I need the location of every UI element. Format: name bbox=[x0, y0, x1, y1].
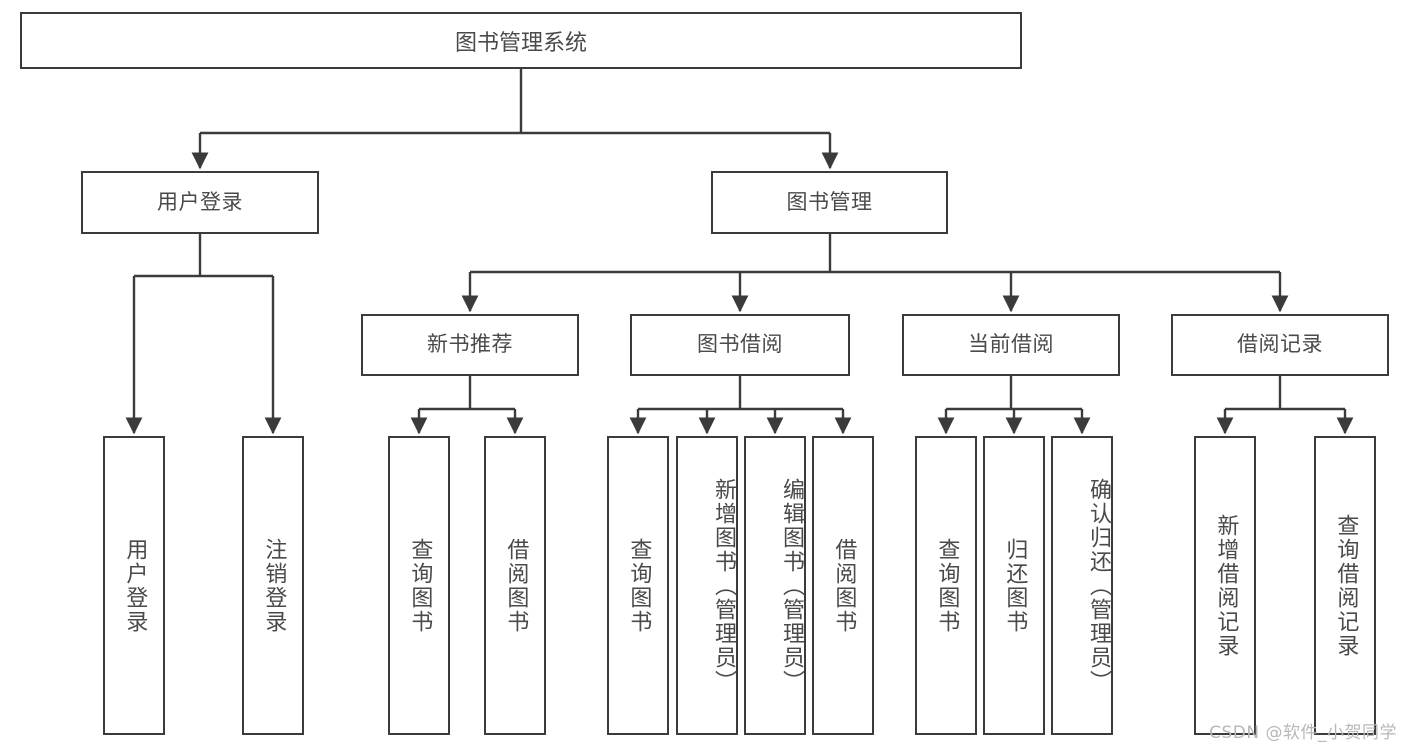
leaf-user-login[interactable]: 用户登录 bbox=[103, 436, 165, 735]
leaf-borrow-book-newbook-label: 借阅图书 bbox=[503, 537, 529, 634]
node-borrowing-record[interactable]: 借阅记录 bbox=[1171, 314, 1389, 376]
leaf-edit-book-admin[interactable]: 编辑图书（管理员） bbox=[744, 436, 806, 735]
leaf-borrow-book-label: 借阅图书 bbox=[831, 537, 857, 634]
leaf-add-book-admin-label: 新增图书（管理员） bbox=[711, 477, 736, 694]
leaf-add-borrow-record-label: 新增借阅记录 bbox=[1213, 513, 1239, 658]
leaf-return-book[interactable]: 归还图书 bbox=[983, 436, 1045, 735]
leaf-add-book-admin[interactable]: 新增图书（管理员） bbox=[676, 436, 738, 735]
leaf-query-borrow-record-label: 查询借阅记录 bbox=[1333, 513, 1359, 658]
leaf-query-book-current-label: 查询图书 bbox=[934, 537, 960, 634]
node-new-book-recommendation-label: 新书推荐 bbox=[427, 332, 513, 357]
leaf-edit-book-admin-label: 编辑图书（管理员） bbox=[779, 477, 804, 694]
leaf-return-book-label: 归还图书 bbox=[1002, 537, 1028, 634]
leaf-borrow-book[interactable]: 借阅图书 bbox=[812, 436, 874, 735]
watermark-text: CSDN @软件_小贺同学 bbox=[1209, 723, 1397, 743]
node-current-borrowing-label: 当前借阅 bbox=[968, 332, 1054, 357]
leaf-confirm-return-admin-label: 确认归还（管理员） bbox=[1086, 477, 1111, 694]
leaf-confirm-return-admin[interactable]: 确认归还（管理员） bbox=[1051, 436, 1113, 735]
leaf-query-book-borrowing-label: 查询图书 bbox=[626, 537, 652, 634]
node-user-login-label: 用户登录 bbox=[157, 189, 243, 214]
node-root[interactable]: 图书管理系统 bbox=[20, 12, 1022, 69]
leaf-query-borrow-record[interactable]: 查询借阅记录 bbox=[1314, 436, 1376, 735]
leaf-query-book-newbook-label: 查询图书 bbox=[407, 537, 433, 634]
node-new-book-recommendation[interactable]: 新书推荐 bbox=[361, 314, 579, 376]
node-borrowing-record-label: 借阅记录 bbox=[1237, 332, 1323, 357]
leaf-query-book-newbook[interactable]: 查询图书 bbox=[388, 436, 450, 735]
node-book-borrowing-label: 图书借阅 bbox=[697, 332, 783, 357]
leaf-logout[interactable]: 注销登录 bbox=[242, 436, 304, 735]
leaf-add-borrow-record[interactable]: 新增借阅记录 bbox=[1194, 436, 1256, 735]
node-root-label: 图书管理系统 bbox=[454, 30, 587, 56]
node-book-management[interactable]: 图书管理 bbox=[711, 171, 948, 234]
leaf-user-login-label: 用户登录 bbox=[122, 537, 148, 634]
node-book-borrowing[interactable]: 图书借阅 bbox=[630, 314, 850, 376]
leaf-borrow-book-newbook[interactable]: 借阅图书 bbox=[484, 436, 546, 735]
node-book-management-label: 图书管理 bbox=[786, 189, 873, 214]
leaf-query-book-current[interactable]: 查询图书 bbox=[915, 436, 977, 735]
leaf-logout-label: 注销登录 bbox=[261, 537, 287, 634]
node-user-login[interactable]: 用户登录 bbox=[81, 171, 319, 234]
leaf-query-book-borrowing[interactable]: 查询图书 bbox=[607, 436, 669, 735]
node-current-borrowing[interactable]: 当前借阅 bbox=[902, 314, 1120, 376]
